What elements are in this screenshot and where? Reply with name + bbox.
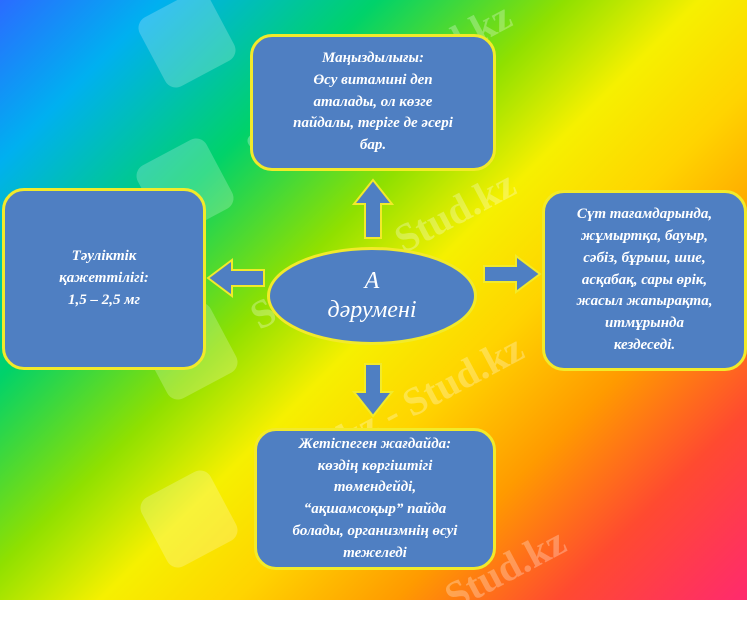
deficiency-text-line: болады, организмнің өсуі (292, 522, 458, 539)
daily-requirement-heading: қажеттілігі: (59, 270, 149, 287)
arrow-left-icon (206, 258, 265, 298)
sources-box: Сүт тағамдарында, жұмыртқа, бауыр, сәбіз… (542, 190, 747, 371)
sources-text-line: асқабақ, сары өрік, (581, 271, 708, 288)
deficiency-text-line: көздің көргіштігі (317, 457, 433, 474)
importance-text-line: Өсу витамині деп (313, 71, 433, 88)
sources-text-line: кездеседі. (613, 336, 676, 353)
sources-text-line: итмұрында (605, 315, 684, 332)
arrow-down-icon (352, 363, 394, 418)
sources-text-line: жасыл жапырақта, (576, 293, 713, 310)
importance-box: Маңыздылығы: Өсу витамині деп аталады, о… (250, 34, 496, 171)
daily-requirement-value: 1,5 – 2,5 мг (67, 291, 141, 308)
sources-text-line: Сүт тағамдарында, (576, 206, 713, 223)
arrow-right-icon (483, 254, 542, 294)
importance-text-line: аталады, ол көзге (313, 93, 433, 110)
sources-text-line: жұмыртқа, бауыр, (580, 228, 709, 245)
importance-text-line: пайдалы, теріге де әсері (293, 115, 453, 132)
deficiency-heading: Жетіспеген жағдайда: (298, 435, 452, 452)
daily-requirement-box: Тәуліктік қажеттілігі: 1,5 – 2,5 мг (2, 188, 206, 370)
deficiency-text-line: тежеледі (343, 544, 407, 561)
importance-text-line: бар. (359, 137, 387, 154)
center-title-word: дәрумені (327, 297, 417, 323)
deficiency-box: Жетіспеген жағдайда: көздің көргіштігі т… (254, 428, 496, 570)
importance-heading: Маңыздылығы: (322, 50, 424, 67)
daily-requirement-heading: Тәуліктік (71, 248, 137, 265)
deficiency-text-line: “ақшамсоқыр” пайда (303, 501, 447, 517)
deficiency-text-line: төмендейді, (333, 479, 417, 496)
sources-text-line: сәбіз, бұрыш, шие, (583, 249, 706, 266)
arrow-up-icon (352, 178, 394, 239)
vitamin-a-center-ellipse: А дәрумені (267, 247, 477, 345)
center-title-letter: А (364, 268, 380, 295)
